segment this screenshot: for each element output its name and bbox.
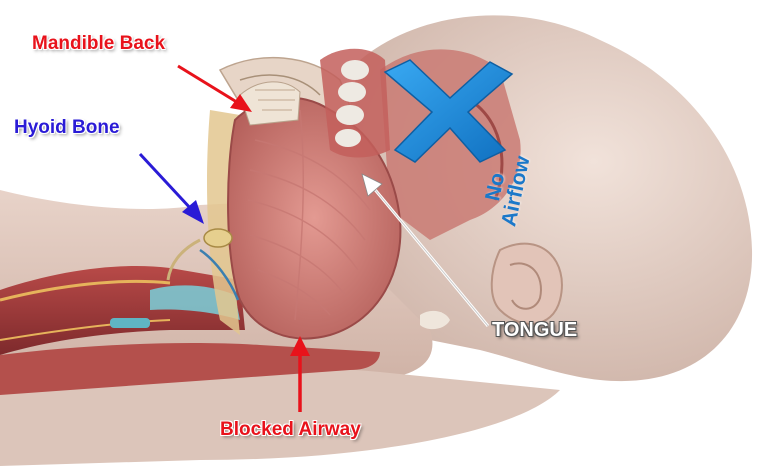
hyoid-bone-label: Hyoid Bone [14,118,120,137]
mandible-back [240,82,300,125]
upper-teeth [320,49,390,158]
blocked-airway-label: Blocked Airway [220,420,361,439]
mandible-back-label: Mandible Back [32,34,165,53]
tongue-label: TONGUE [492,320,577,340]
ear [492,244,562,324]
